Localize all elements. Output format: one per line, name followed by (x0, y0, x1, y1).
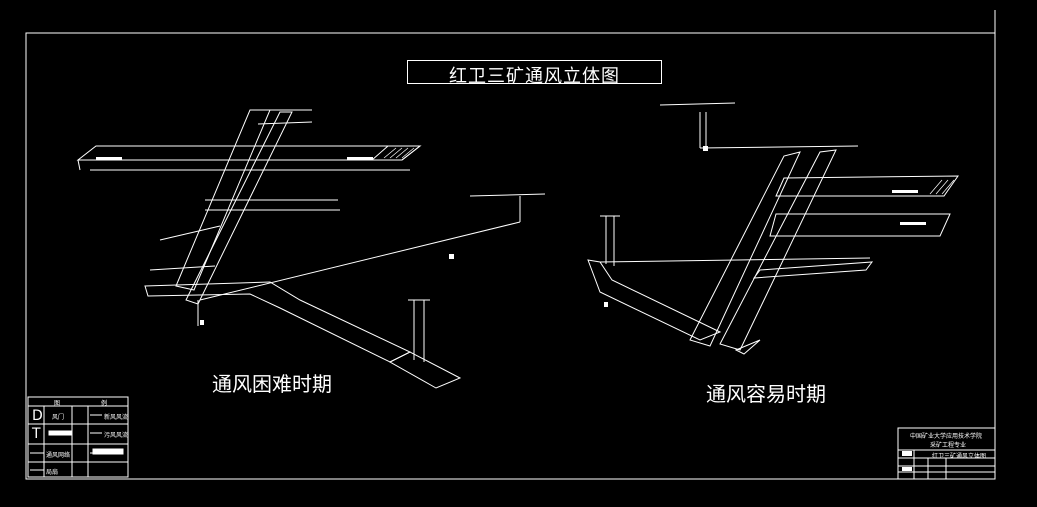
left-period-label: 通风困难时期 (212, 372, 332, 396)
drawing-frame (25, 10, 996, 480)
legend-symbols (30, 414, 124, 471)
legend-label-fresh-airflow: 新风风流 (104, 414, 129, 421)
title-block-major: 采矿工程专业 (930, 442, 967, 449)
legend-header-right: 例 (101, 400, 108, 407)
legend-label-return-airflow: 污风风流 (104, 432, 129, 439)
left-hatch (383, 147, 415, 159)
right-period-label: 通风容易时期 (706, 382, 826, 406)
legend-label-door: 风门 (52, 414, 65, 421)
right-hatch (929, 179, 955, 195)
legend-header-left: 图 (54, 400, 61, 407)
legend-symbol-t-icon: T (32, 426, 41, 442)
left-ventilation-diagram (76, 109, 546, 389)
title-block-fills (902, 451, 912, 471)
right-ventilation-diagram (587, 102, 959, 355)
left-labels (96, 157, 454, 325)
legend-label-fan: 局扇 (46, 469, 59, 476)
drawing-title: 红卫三矿通风立体图 (449, 66, 620, 87)
title-block-institution: 中国矿业大学应用技术学院 (910, 433, 983, 440)
title-block-drawing-name: 红卫三矿通风立体图 (932, 453, 987, 460)
drawing-title-box: 红卫三矿通风立体图 (407, 60, 662, 87)
right-labels (604, 146, 926, 307)
legend-symbol-door-icon: D (32, 408, 43, 424)
legend-label-network: 通风网络 (46, 452, 71, 459)
title-block (897, 427, 996, 480)
legend-box (27, 396, 129, 478)
